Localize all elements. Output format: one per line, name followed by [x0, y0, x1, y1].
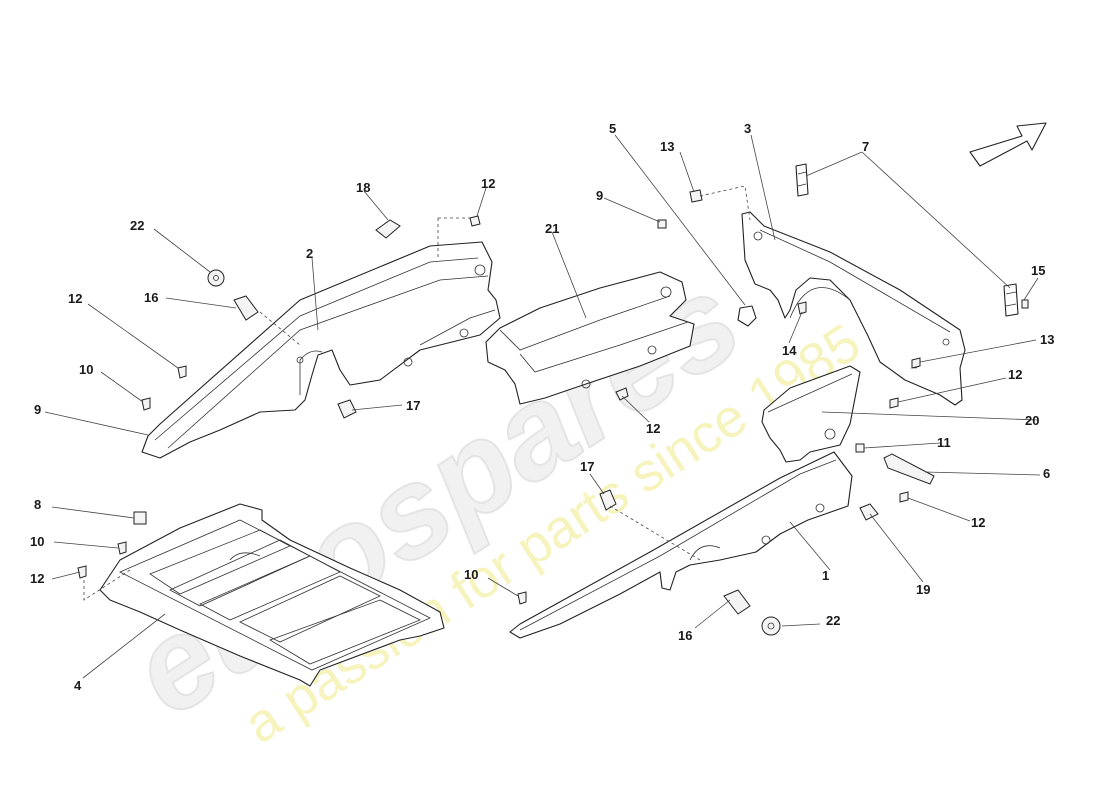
callout-22-upper: 22 — [130, 218, 144, 233]
part-10-bolt-lower-left — [117, 541, 127, 555]
part-16-bumper-lower — [723, 589, 751, 615]
callout-22-lower: 22 — [826, 613, 840, 628]
part-12-bolt-right — [889, 397, 899, 409]
callout-8: 8 — [34, 497, 41, 512]
part-9-nut-upper — [657, 219, 667, 229]
callout-4: 4 — [74, 678, 82, 693]
callout-3: 3 — [744, 121, 751, 136]
part-3-right-rear-panel — [741, 211, 966, 406]
part-5-bracket — [737, 305, 757, 327]
part-13-bolt-upper — [689, 189, 703, 203]
part-21-middle-panel — [485, 271, 695, 405]
callout-1: 1 — [822, 568, 829, 583]
part-14-bolt — [797, 301, 807, 315]
callout-19: 19 — [916, 582, 930, 597]
fasteners — [77, 189, 1029, 636]
callout-17-right: 17 — [580, 459, 594, 474]
callout-12-lower-left: 12 — [30, 571, 44, 586]
leader-lines — [44, 134, 1041, 679]
part-12-bolt-left — [177, 365, 187, 379]
part-17-clip-right — [599, 489, 617, 511]
callout-20: 20 — [1025, 413, 1039, 428]
part-22-washer-upper — [207, 269, 225, 287]
callout-5: 5 — [609, 121, 616, 136]
callout-2: 2 — [306, 246, 313, 261]
callout-12-middle: 12 — [646, 421, 660, 436]
part-8-nut — [133, 511, 147, 525]
callout-12-upper: 12 — [481, 176, 495, 191]
callout-14: 14 — [782, 343, 797, 358]
callout-9-upper: 9 — [596, 188, 603, 203]
callout-10-lower-left: 10 — [30, 534, 44, 549]
callout-18: 18 — [356, 180, 370, 195]
callout-7: 7 — [862, 139, 869, 154]
part-16-bumper-upper — [233, 295, 259, 321]
callout-12-right: 12 — [1008, 367, 1022, 382]
part-10-bolt-left — [141, 397, 151, 411]
part-11-clip — [855, 443, 865, 453]
callout-16-lower: 16 — [678, 628, 692, 643]
part-10-bolt-lower-middle — [517, 591, 527, 605]
callout-13-right: 13 — [1040, 332, 1054, 347]
direction-arrow-icon — [969, 122, 1047, 167]
part-18-clip — [375, 219, 401, 239]
part-12-bolt-lower-left — [77, 565, 87, 579]
callout-labels: 1 2 3 4 5 6 7 8 9 9 10 10 10 11 12 12 12… — [30, 121, 1054, 693]
part-2-left-side-panel — [141, 241, 501, 459]
part-6-strap — [883, 453, 935, 485]
part-13-bolt-right — [911, 357, 921, 369]
callout-9-left: 9 — [34, 402, 41, 417]
part-12-bolt-middle — [615, 387, 629, 401]
callout-11: 11 — [937, 435, 951, 450]
callout-17-left: 17 — [406, 398, 420, 413]
callout-6: 6 — [1043, 466, 1050, 481]
part-7-brackets — [795, 163, 1019, 317]
callout-10-lower-middle: 10 — [464, 567, 478, 582]
part-22-washer-lower — [761, 616, 781, 636]
part-12-bolt-lower-right — [899, 491, 909, 503]
callout-21: 21 — [545, 221, 559, 236]
callout-12-left: 12 — [68, 291, 82, 306]
part-12-bolt-upper — [469, 215, 481, 227]
part-1-lower-right-panel — [509, 451, 853, 639]
callout-12-lower-right: 12 — [971, 515, 985, 530]
part-15-clip — [1021, 299, 1029, 309]
callout-15: 15 — [1031, 263, 1045, 278]
callout-16-upper: 16 — [144, 290, 158, 305]
callout-10-left: 10 — [79, 362, 93, 377]
part-17-clip-left — [337, 399, 357, 419]
part-4-floor-frame — [99, 503, 445, 687]
part-20-shield — [761, 365, 861, 463]
callout-13-upper: 13 — [660, 139, 674, 154]
assembly-lines — [83, 185, 751, 601]
part-19-bracket — [859, 503, 879, 521]
